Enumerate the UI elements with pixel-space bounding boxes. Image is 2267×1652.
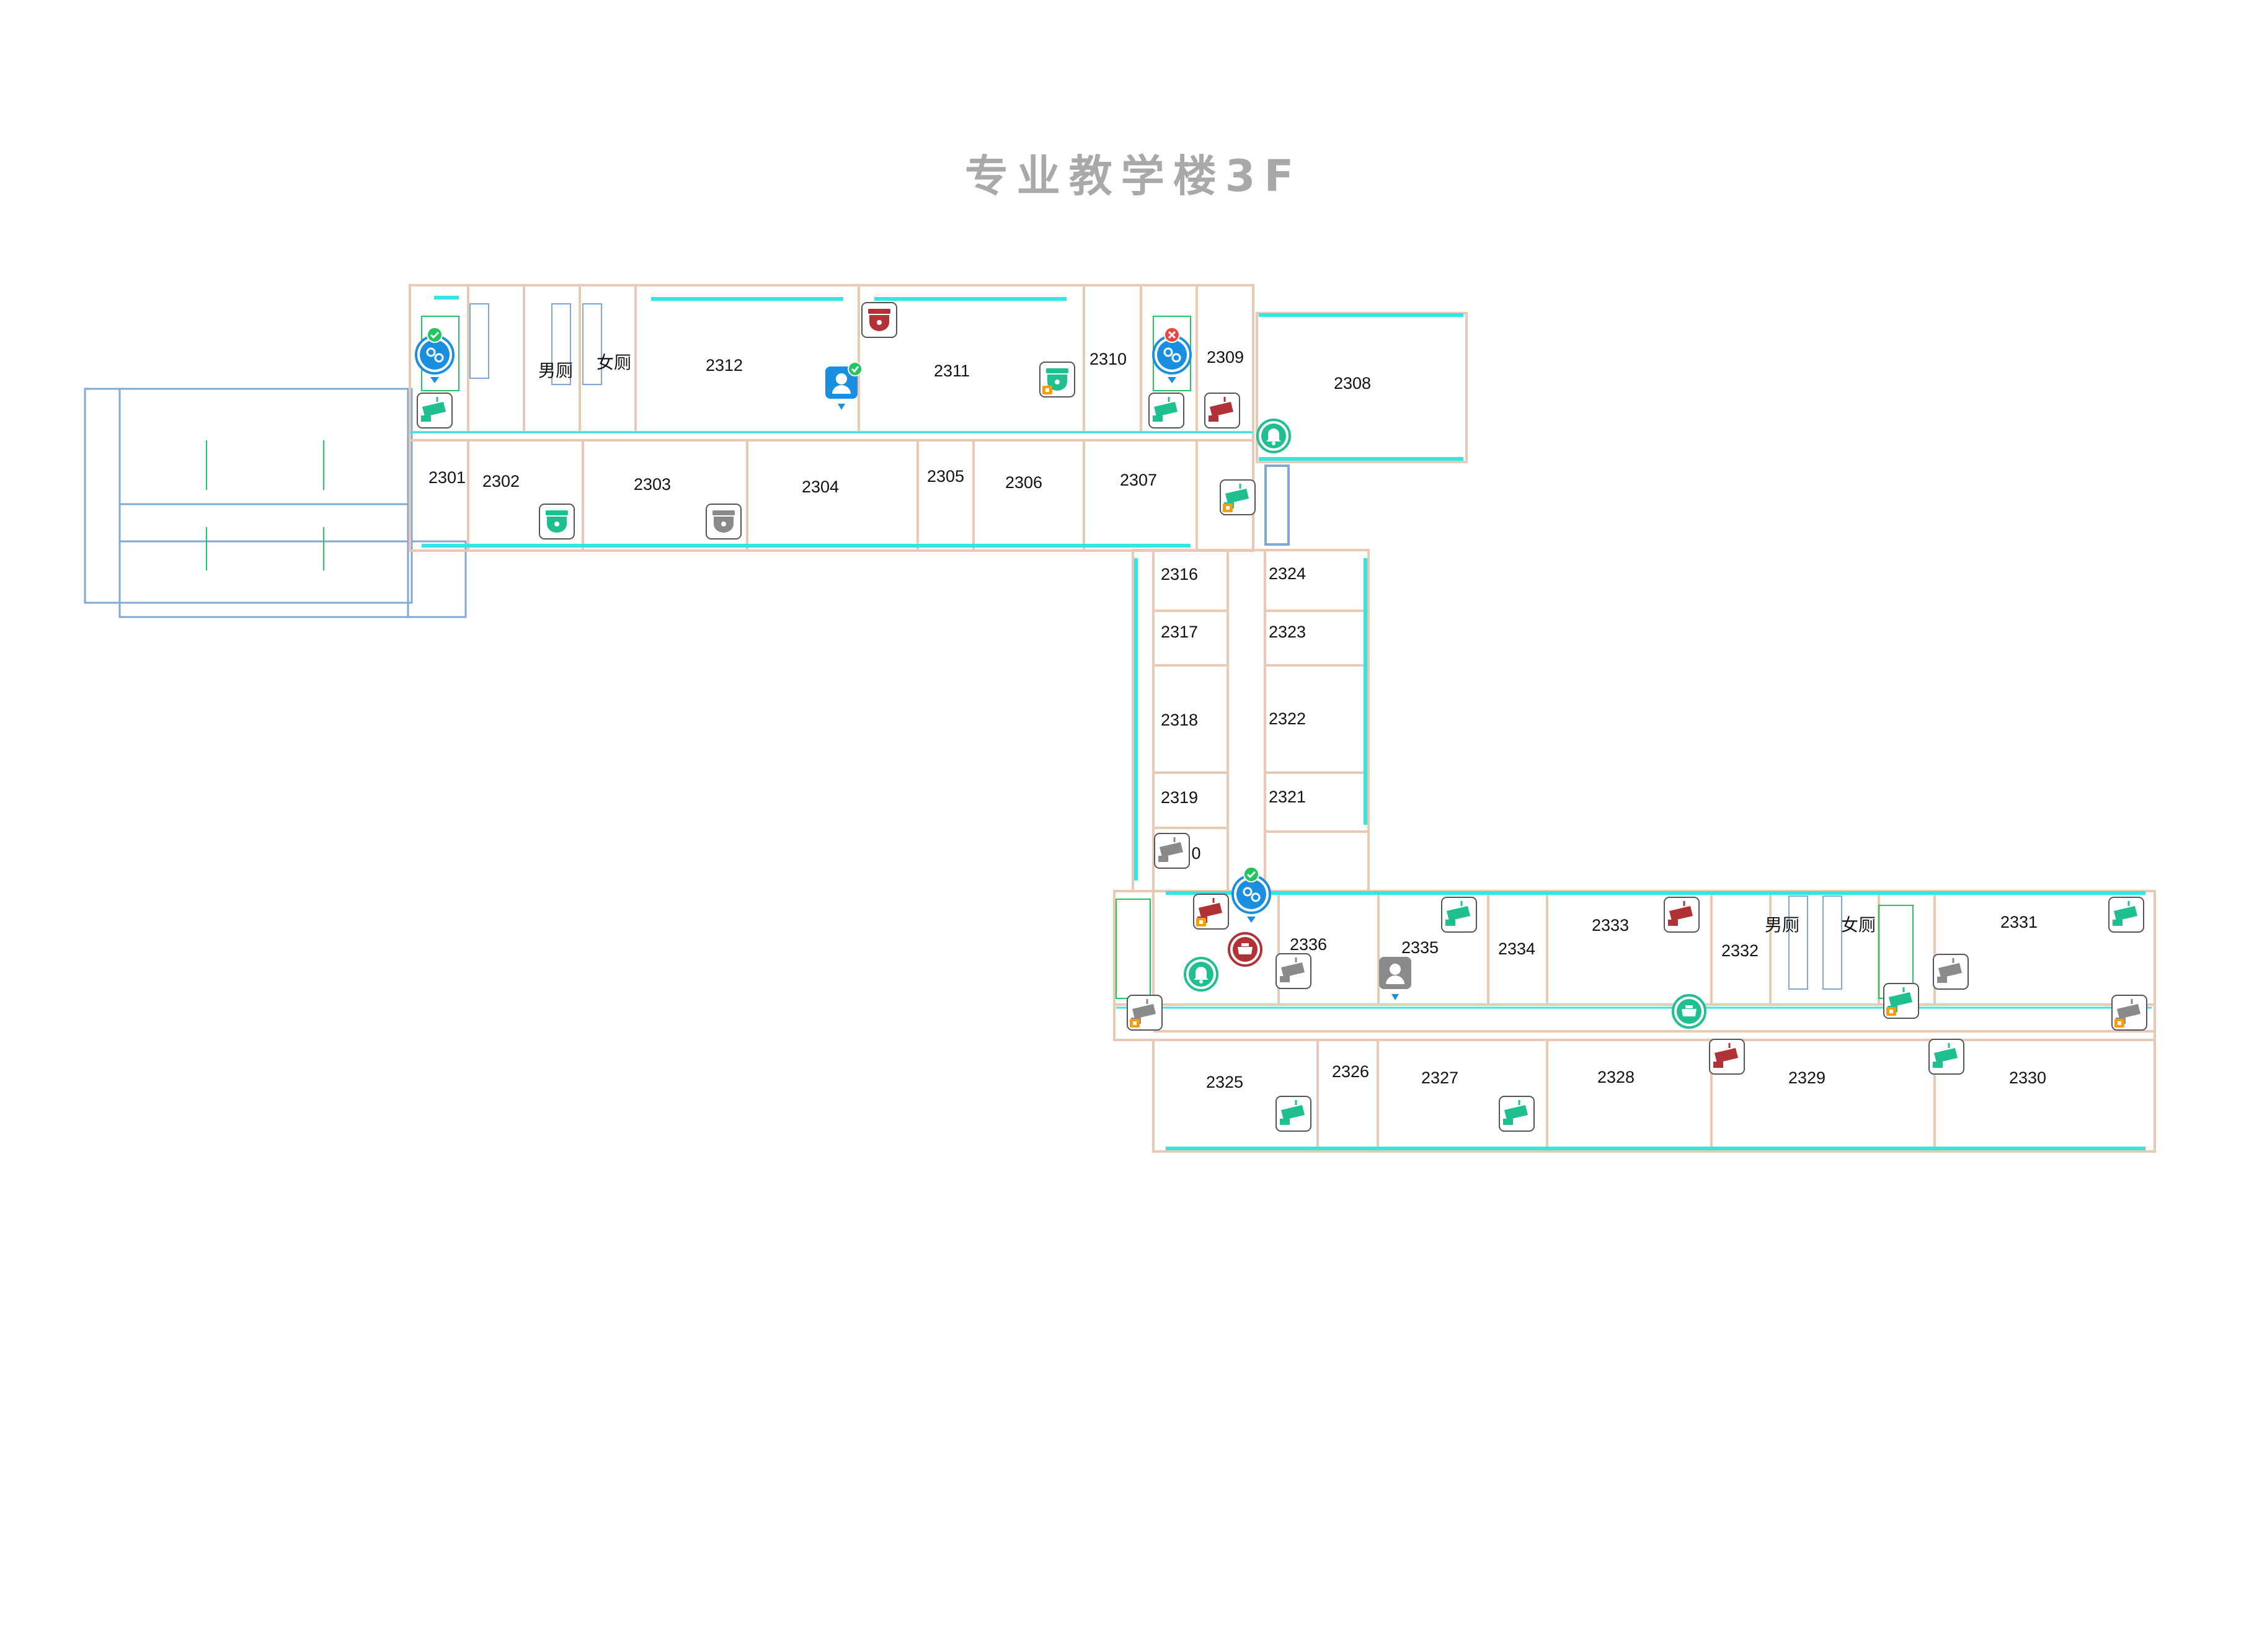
lock-badge-icon: [1196, 918, 1206, 926]
floor-title: 专业教学楼3F: [964, 151, 1303, 202]
check-badge-icon: [1243, 866, 1259, 882]
patrol-point-ok-icon[interactable]: [415, 327, 455, 383]
siren-alarm-icon[interactable]: [1228, 932, 1262, 967]
restroom-labels: 男厕女厕男厕女厕: [538, 352, 1876, 935]
camera-bullet-active-icon[interactable]: [1220, 479, 1256, 515]
room-label-2330[interactable]: 2330: [2009, 1068, 2046, 1087]
face-terminal-online-icon[interactable]: [825, 362, 863, 410]
camera-bullet-alarm-icon[interactable]: [1204, 393, 1240, 429]
windows: [410, 296, 2152, 1150]
room-label-2301[interactable]: 2301: [428, 468, 466, 487]
room-label-2309[interactable]: 2309: [1207, 348, 1244, 366]
camera-bullet-active-icon[interactable]: [2108, 897, 2144, 933]
camera-bullet-active-icon[interactable]: [1275, 1096, 1311, 1132]
room-label-2324[interactable]: 2324: [1269, 564, 1306, 583]
restroom-label-mens-south: 男厕: [1765, 915, 1799, 935]
room-label-2306[interactable]: 2306: [1005, 473, 1042, 492]
camera-bullet-active-icon[interactable]: [417, 393, 453, 429]
restroom-label-womens-south: 女厕: [1841, 915, 1876, 935]
camera-dome-offline-icon[interactable]: [706, 504, 742, 540]
room-label-2316[interactable]: 2316: [1161, 565, 1198, 584]
camera-bullet-offline-icon[interactable]: [1154, 833, 1190, 869]
camera-bullet-offline-icon[interactable]: [1127, 995, 1163, 1031]
room-label-2308[interactable]: 2308: [1334, 374, 1371, 393]
lock-badge-icon: [1223, 504, 1233, 512]
room-label-2320[interactable]: 0: [1191, 844, 1200, 863]
building-walls: [409, 284, 2156, 1153]
camera-bullet-active-icon[interactable]: [1928, 1039, 1964, 1075]
room-label-2317[interactable]: 2317: [1161, 623, 1198, 641]
room-labels: 2301 2302 2303 2304 2305 2306 2307 2308 2309 2310…: [428, 348, 2046, 1091]
room-label-2331[interactable]: 2331: [2000, 913, 2038, 931]
camera-dome-active-icon[interactable]: [539, 504, 575, 540]
camera-dome-active-icon[interactable]: [1039, 362, 1075, 397]
room-label-2304[interactable]: 2304: [802, 477, 839, 496]
room-label-2303[interactable]: 2303: [634, 475, 671, 494]
room-label-2307[interactable]: 2307: [1120, 471, 1157, 489]
room-label-2321[interactable]: 2321: [1269, 788, 1306, 806]
west-annex: [84, 388, 467, 618]
room-label-2332[interactable]: 2332: [1721, 941, 1759, 960]
room-label-2326[interactable]: 2326: [1332, 1062, 1369, 1081]
bell-active-icon[interactable]: [1184, 957, 1218, 992]
camera-bullet-offline-icon[interactable]: [1275, 953, 1311, 989]
room-label-2305[interactable]: 2305: [927, 467, 964, 486]
bell-active-icon[interactable]: [1256, 419, 1291, 453]
camera-bullet-active-icon[interactable]: [1883, 983, 1919, 1019]
restroom-label-mens-north: 男厕: [538, 360, 573, 381]
error-badge-icon: [1164, 327, 1180, 343]
room-label-2318[interactable]: 2318: [1161, 711, 1198, 729]
check-badge-icon: [848, 362, 863, 376]
room-label-2322[interactable]: 2322: [1269, 709, 1306, 728]
room-label-2334[interactable]: 2334: [1498, 939, 1535, 958]
patrol-point-error-icon[interactable]: [1152, 327, 1192, 383]
lock-badge-icon: [2114, 1019, 2124, 1028]
room-label-2333[interactable]: 2333: [1592, 916, 1629, 935]
room-label-2312[interactable]: 2312: [706, 356, 743, 375]
room-label-2310[interactable]: 2310: [1089, 350, 1127, 368]
room-label-2336[interactable]: 2336: [1290, 935, 1327, 954]
check-badge-icon: [427, 327, 443, 343]
lock-badge-icon: [1042, 386, 1052, 394]
room-label-2328[interactable]: 2328: [1597, 1068, 1635, 1086]
restroom-fixtures: [469, 303, 1842, 990]
camera-bullet-alarm-icon[interactable]: [1193, 894, 1229, 930]
patrol-point-ok-icon[interactable]: [1231, 866, 1271, 923]
camera-dome-alarm-icon[interactable]: [861, 302, 897, 338]
room-label-2319[interactable]: 2319: [1161, 788, 1198, 807]
lock-badge-icon: [1130, 1019, 1140, 1028]
camera-bullet-alarm-icon[interactable]: [1664, 897, 1700, 933]
room-label-2323[interactable]: 2323: [1269, 623, 1306, 641]
room-label-2302[interactable]: 2302: [482, 472, 520, 491]
camera-bullet-active-icon[interactable]: [1148, 393, 1184, 429]
camera-bullet-offline-icon[interactable]: [2111, 995, 2147, 1031]
camera-bullet-active-icon[interactable]: [1499, 1096, 1535, 1132]
lock-badge-icon: [1886, 1007, 1896, 1016]
room-label-2335[interactable]: 2335: [1401, 938, 1439, 957]
camera-bullet-alarm-icon[interactable]: [1709, 1039, 1745, 1075]
restroom-label-womens-north: 女厕: [597, 352, 631, 373]
room-label-2329[interactable]: 2329: [1788, 1068, 1826, 1087]
camera-bullet-active-icon[interactable]: [1441, 897, 1477, 933]
room-label-2327[interactable]: 2327: [1421, 1068, 1458, 1087]
siren-active-icon[interactable]: [1672, 994, 1706, 1029]
device-markers: [415, 302, 2147, 1132]
face-terminal-offline-icon[interactable]: [1379, 957, 1411, 1000]
room-label-2311[interactable]: 2311: [934, 362, 970, 380]
room-label-2325[interactable]: 2325: [1206, 1073, 1243, 1091]
camera-bullet-offline-icon[interactable]: [1933, 954, 1969, 990]
